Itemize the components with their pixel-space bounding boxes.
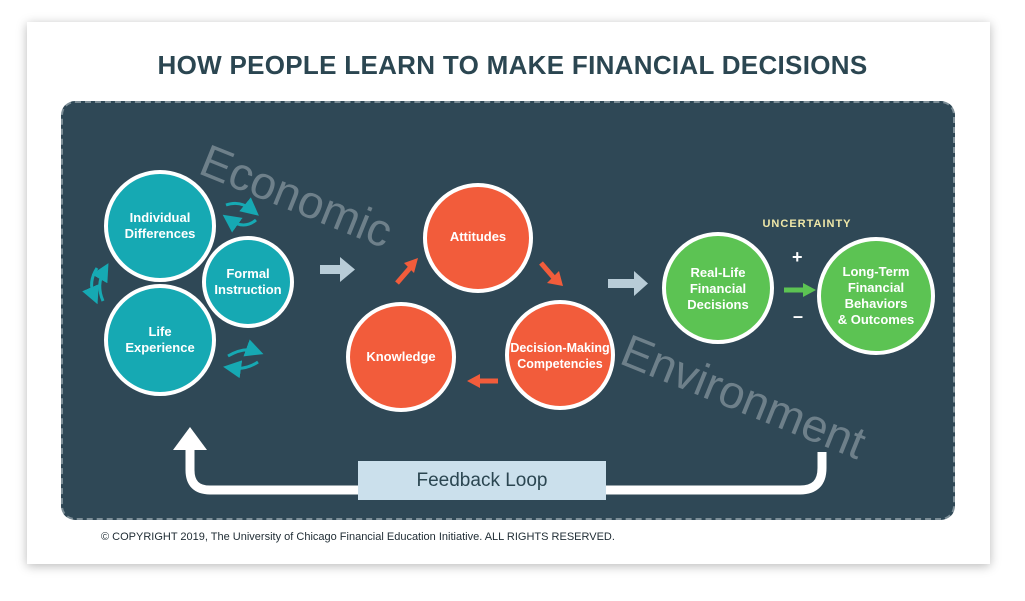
feedback-loop-arrowhead: [173, 427, 207, 450]
page-title: HOW PEOPLE LEARN TO MAKE FINANCIAL DECIS…: [157, 50, 868, 80]
plus-sign: +: [792, 247, 803, 267]
curve-arrow-icon: [91, 263, 109, 302]
green-arrow-icon: [784, 283, 816, 297]
arrow-right-icon: [608, 271, 648, 296]
real-life-decisions-label: Real-Life Financial Decisions: [687, 265, 749, 312]
feedback-loop-label: Feedback Loop: [416, 469, 548, 491]
minus-sign: –: [793, 306, 804, 326]
orange-arrow-icon: [395, 258, 418, 285]
uncertainty-label: UNCERTAINTY: [762, 218, 852, 230]
feedback-loop-box: Feedback Loop: [358, 461, 606, 500]
knowledge-node: [346, 302, 456, 412]
attitudes-label: Attitudes: [449, 229, 507, 244]
long-term-outcomes-node: [817, 237, 935, 355]
arrow-right-icon: [320, 257, 355, 282]
individual-differences-label: Individual Differences: [124, 210, 196, 241]
curve-arrow-icon: [227, 339, 264, 358]
orange-arrow-icon: [467, 374, 498, 388]
curve-arrow-icon: [225, 197, 259, 216]
copyright-notice: © COPYRIGHT 2019, The University of Chic…: [101, 531, 615, 543]
life-experience-label: Life Experience: [125, 324, 195, 355]
decision-making-competencies-label: Decision-Making Competencies: [510, 341, 610, 371]
curve-arrow-icon: [222, 214, 257, 233]
diagram-panel: [61, 101, 955, 520]
long-term-outcomes-label: Long-Term Financial Behaviors & Outcomes: [837, 264, 915, 327]
real-life-decisions-node: [662, 232, 774, 344]
decision-making-competencies-node: [505, 300, 615, 410]
formal-instruction-label: Formal Instruction: [214, 266, 282, 297]
curve-arrow-icon: [82, 267, 99, 305]
attitudes-node: [423, 183, 533, 293]
life-experience-node: [104, 284, 216, 396]
curve-arrow-icon: [223, 360, 259, 379]
knowledge-label: Knowledge: [366, 349, 436, 364]
orange-arrow-icon: [539, 261, 563, 286]
individual-differences-node: [104, 170, 216, 282]
formal-instruction-node: [202, 236, 294, 328]
